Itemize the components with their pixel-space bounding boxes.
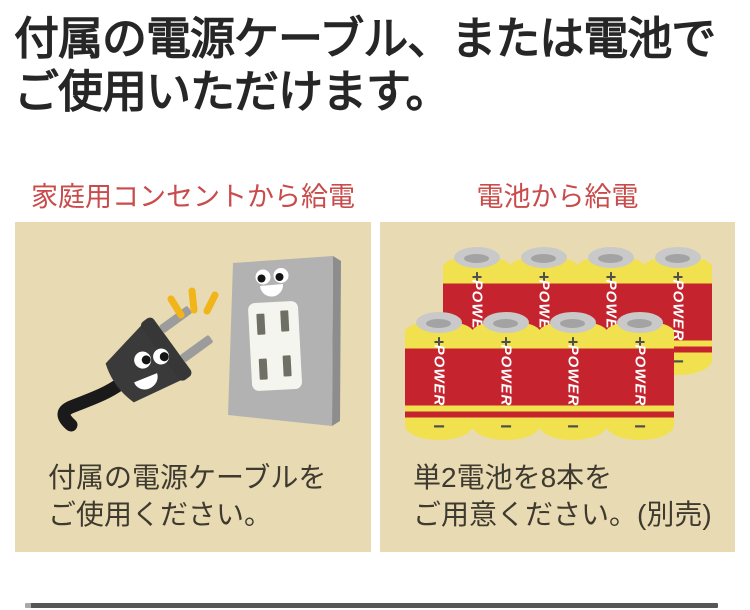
battery-icon: + POWER − — [539, 312, 607, 440]
battery-body — [472, 321, 540, 440]
battery-brand-label: POWER — [430, 344, 448, 406]
page-title-line1: 付属の電源ケーブル、または電池で — [14, 13, 716, 64]
battery-plus-label: + — [672, 267, 684, 287]
battery-caption-line1: 単2電池を8本を — [413, 462, 613, 493]
battery-top-cap — [521, 247, 567, 268]
battery-minus-label: − — [433, 416, 445, 438]
page-title-line2: ご使用いただけます。 — [14, 66, 451, 117]
battery-minus-label: − — [634, 416, 646, 438]
battery-plus-label: + — [605, 267, 617, 287]
battery-panel-caption: 単2電池を8本を ご用意ください。(別売) — [413, 459, 712, 533]
plug-outlet-illustration — [57, 256, 341, 432]
battery-minus-label: − — [672, 351, 684, 373]
battery-panel: + POWER − + POWER − + POWER − + POWER − — [380, 222, 735, 552]
wall-outlet-icon — [228, 256, 341, 426]
battery-brand: POWER — [606, 344, 674, 406]
battery-icon: + POWER − — [405, 312, 473, 440]
battery-top-cap — [655, 247, 701, 268]
battery-plus-label: + — [567, 332, 579, 352]
battery-body — [606, 321, 674, 440]
battery-caption-line2: ご用意ください。(別売) — [413, 499, 712, 530]
outlet-section-label: 家庭用コンセントから給電 — [31, 182, 355, 212]
battery-body — [405, 321, 473, 440]
battery-top-cap — [483, 312, 529, 333]
battery-plus-label: + — [538, 267, 550, 287]
battery-brand: POWER — [472, 344, 540, 406]
power-cable-icon — [57, 367, 140, 432]
outlet-caption-line1: 付属の電源ケーブルを — [48, 462, 327, 493]
page-title: 付属の電源ケーブル、または電池で ご使用いただけます。 — [14, 12, 716, 118]
section-divider — [25, 603, 718, 608]
outlet-panel: 付属の電源ケーブルを ご使用ください。 — [15, 222, 371, 552]
battery-icon: + POWER − — [472, 312, 540, 440]
outlet-caption-line2: ご使用ください。 — [48, 499, 273, 530]
battery-minus-label: − — [567, 416, 579, 438]
battery-top-cap — [416, 312, 462, 333]
battery-top-cap — [617, 312, 663, 333]
battery-plus-label: + — [433, 332, 445, 352]
battery-body — [539, 321, 607, 440]
battery-plus-label: + — [500, 332, 512, 352]
battery-brand-label: POWER — [631, 344, 649, 406]
battery-brand-label: POWER — [497, 344, 515, 406]
outlet-panel-caption: 付属の電源ケーブルを ご使用ください。 — [48, 459, 326, 533]
battery-icon: + POWER − — [606, 312, 674, 440]
battery-top-cap — [454, 247, 500, 268]
battery-brand: POWER — [405, 344, 473, 406]
battery-minus-label: − — [500, 416, 512, 438]
battery-brand-label: POWER — [564, 344, 582, 406]
battery-plus-label: + — [471, 267, 483, 287]
power-plug-icon — [105, 306, 213, 403]
battery-section-label: 電池から給電 — [476, 182, 639, 212]
battery-top-cap — [550, 312, 596, 333]
battery-plus-label: + — [634, 332, 646, 352]
battery-brand: POWER — [539, 344, 607, 406]
battery-top-cap — [588, 247, 634, 268]
spark-icon — [167, 287, 219, 319]
